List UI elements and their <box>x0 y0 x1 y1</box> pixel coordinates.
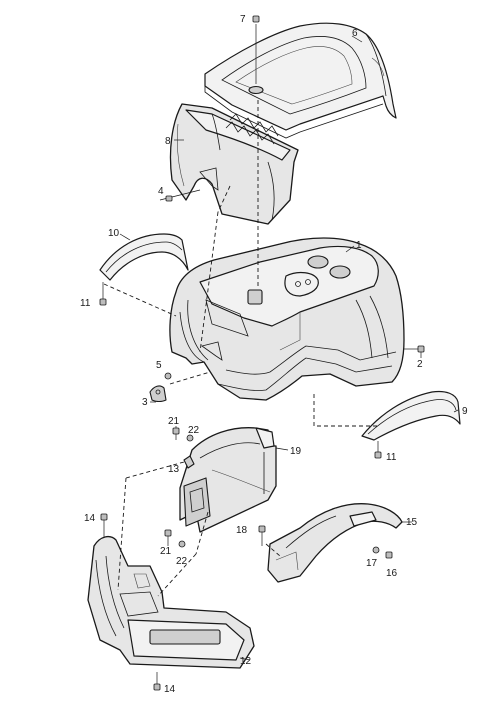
callout-labels: 1 2 3 4 5 6 7 8 9 10 11 11 12 13 14 14 1… <box>80 14 468 695</box>
callout-16: 16 <box>386 568 398 579</box>
callout-6: 6 <box>352 28 358 39</box>
callout-9: 9 <box>462 406 468 417</box>
callout-3: 3 <box>142 397 148 408</box>
upper-shroud-part <box>169 103 299 225</box>
callout-13: 13 <box>168 464 180 475</box>
callout-1: 1 <box>356 240 362 251</box>
inner-fender-part <box>179 427 277 533</box>
callout-12: 12 <box>240 656 252 667</box>
callout-15: 15 <box>406 517 418 528</box>
callout-19: 19 <box>290 446 302 457</box>
callout-22-top: 22 <box>188 425 200 436</box>
clip-13-part <box>183 455 195 469</box>
screw-7 <box>252 15 260 84</box>
callout-17: 17 <box>366 558 378 569</box>
left-fender-arc-part <box>99 233 189 281</box>
main-body-part <box>169 237 405 401</box>
screw-18 <box>258 525 266 546</box>
callout-8: 8 <box>165 136 171 147</box>
callout-11-left: 11 <box>80 298 91 309</box>
right-lower-fender-part <box>267 503 403 583</box>
lower-front-part <box>87 535 255 669</box>
callout-14-bottom: 14 <box>164 684 176 695</box>
washer-17 <box>372 546 380 554</box>
screw-21-bottom <box>164 529 172 546</box>
assembly-lines <box>103 100 378 597</box>
screw-14-top <box>100 513 108 538</box>
callout-leaders <box>119 35 459 661</box>
screw-16 <box>385 551 393 559</box>
callout-22-bottom: 22 <box>176 556 188 567</box>
screw-11-left <box>99 282 107 306</box>
screw-5 <box>164 372 172 380</box>
bracket-3-part <box>149 385 167 403</box>
callout-11-right: 11 <box>386 452 397 463</box>
callout-18: 18 <box>236 525 248 536</box>
screw-14-bottom <box>153 672 161 691</box>
callout-21-top: 21 <box>168 416 180 427</box>
callout-2: 2 <box>417 359 423 370</box>
washer-22-bottom <box>178 540 186 548</box>
right-fender-arc-part <box>361 390 461 441</box>
screw-11-right <box>374 441 382 459</box>
callout-7: 7 <box>240 14 246 25</box>
washer-22-top <box>186 434 194 442</box>
screw-4 <box>159 189 201 202</box>
callout-10: 10 <box>108 228 120 239</box>
top-cover-part <box>204 22 397 139</box>
callout-14-top: 14 <box>84 513 96 524</box>
callout-4: 4 <box>158 186 164 197</box>
screw-21-top <box>172 426 180 440</box>
screw-2 <box>404 345 425 358</box>
callout-21-bottom: 21 <box>160 546 172 557</box>
callout-5: 5 <box>156 360 162 371</box>
